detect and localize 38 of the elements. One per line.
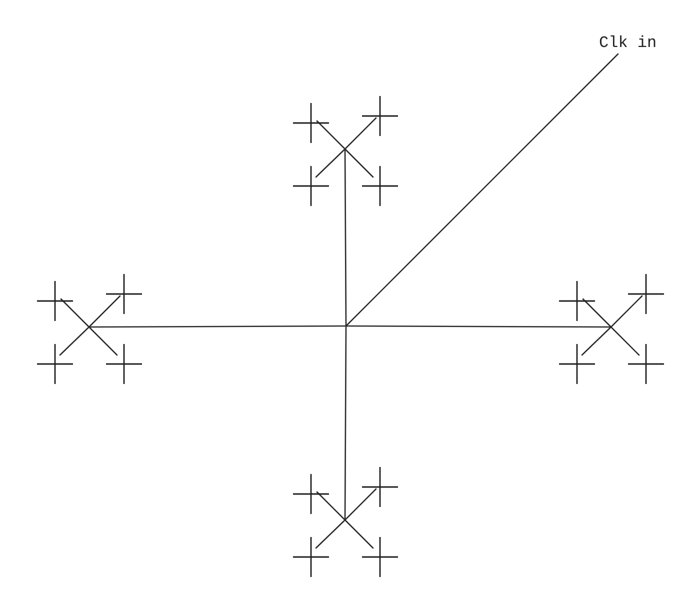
clock-wire <box>344 519 374 549</box>
cross-symbol <box>293 103 329 143</box>
clock-wire <box>315 519 346 549</box>
clock-wire <box>316 491 346 521</box>
cross-symbol <box>362 537 398 577</box>
clock-wire <box>582 298 612 328</box>
clock-wire <box>316 120 346 150</box>
clock-wire <box>344 325 347 521</box>
cross-symbol <box>37 281 73 321</box>
cross-symbol <box>293 537 329 577</box>
cross-symbol <box>37 344 73 384</box>
clock-wire <box>345 53 619 327</box>
cross-symbol <box>362 467 398 507</box>
cross-symbol <box>628 344 664 384</box>
signal-label: Clk in <box>599 34 657 52</box>
clock-wire <box>344 488 377 521</box>
clock-wire <box>344 148 374 178</box>
cross-symbol <box>106 274 142 314</box>
cross-symbol <box>293 166 329 206</box>
clock-wire <box>610 295 643 328</box>
clock-wire <box>88 326 118 356</box>
clock-wire <box>88 295 121 328</box>
cross-symbol <box>559 281 595 321</box>
clock-wire <box>59 326 90 356</box>
clock-wire <box>344 148 347 327</box>
clock-wire <box>345 325 612 328</box>
clock-wire <box>88 325 347 328</box>
cross-symbol <box>293 474 329 514</box>
clock-wire <box>344 117 377 150</box>
clock-wire <box>60 298 90 328</box>
clock-wire <box>581 326 612 356</box>
clock-wire <box>610 326 640 356</box>
cross-symbol <box>362 166 398 206</box>
cross-symbol <box>628 274 664 314</box>
clock-wire <box>315 148 346 178</box>
cross-symbol <box>106 344 142 384</box>
cross-symbol <box>559 344 595 384</box>
cross-symbol <box>362 96 398 136</box>
